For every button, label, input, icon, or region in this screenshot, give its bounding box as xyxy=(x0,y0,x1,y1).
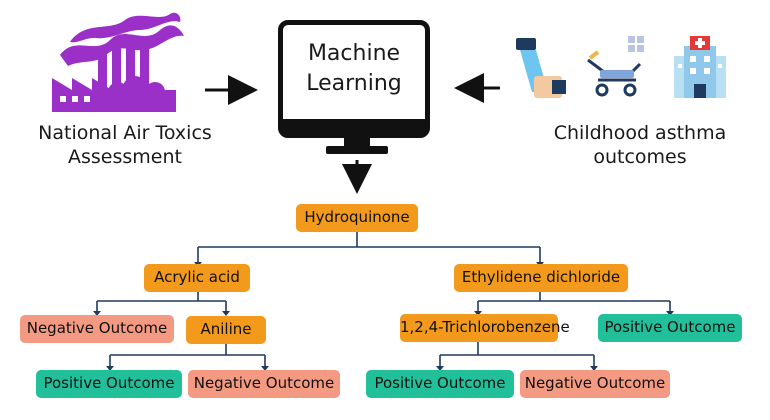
node-root-hydroquinone: Hydroquinone xyxy=(296,204,418,232)
node-trichlorobenzene: 1,2,4-Trichlorobenzene xyxy=(400,314,570,342)
monitor: Machine Learning xyxy=(278,20,430,138)
tcb-branch xyxy=(439,342,595,368)
node-acrylic-acid: Acrylic acid xyxy=(144,264,250,292)
node-positive-outcome-2: Positive Outcome xyxy=(36,370,182,398)
acrylic-branch xyxy=(96,291,227,313)
monitor-chin xyxy=(283,119,425,133)
right-source-line1: Childhood asthma xyxy=(553,122,727,144)
monitor-base xyxy=(326,146,388,154)
aniline-branch xyxy=(109,344,266,368)
right-source-line2: outcomes xyxy=(593,146,687,168)
ethylidene-branch xyxy=(477,291,671,313)
node-positive-outcome-3: Positive Outcome xyxy=(366,370,514,398)
node-aniline: Aniline xyxy=(186,316,266,344)
left-source-line2: Assessment xyxy=(68,146,182,168)
monitor-line1: Machine xyxy=(307,41,401,66)
left-source-line1: National Air Toxics xyxy=(38,122,212,144)
node-negative-outcome-3: Negative Outcome xyxy=(520,370,670,398)
node-negative-outcome-1: Negative Outcome xyxy=(20,315,174,343)
monitor-screen-text: Machine Learning xyxy=(283,39,425,99)
node-positive-outcome-1: Positive Outcome xyxy=(598,314,742,342)
right-source-label: Childhood asthma outcomes xyxy=(520,121,760,169)
root-branch xyxy=(197,231,541,264)
inhaler-icon xyxy=(516,38,566,98)
node-negative-outcome-2: Negative Outcome xyxy=(188,370,340,398)
left-source-label: National Air Toxics Assessment xyxy=(15,121,235,169)
monitor-neck xyxy=(344,138,370,148)
hospital-icon xyxy=(674,36,726,98)
node-ethylidene-dichloride: Ethylidene dichloride xyxy=(454,264,628,292)
nebulizer-icon xyxy=(587,36,644,97)
monitor-line2: Learning xyxy=(306,71,402,96)
